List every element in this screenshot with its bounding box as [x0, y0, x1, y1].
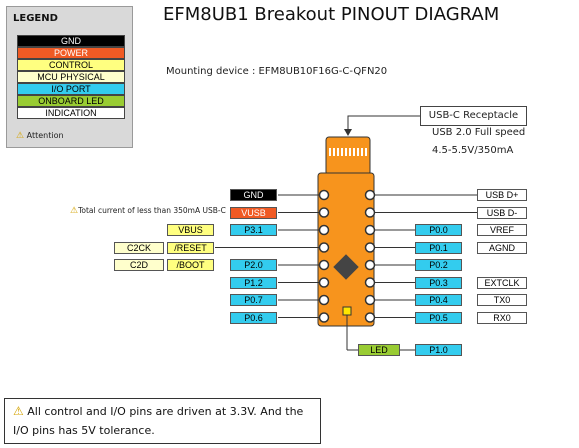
pin-label-p2-0: P2.0 [230, 259, 277, 271]
pin-label-c2d: C2D [114, 259, 164, 271]
usb-speed-label: USB 2.0 Full speed [432, 127, 526, 138]
usbc-receptacle-label: USB-C Receptacle [420, 106, 527, 126]
pin-label-c2ck: C2CK [114, 241, 164, 254]
legend-title: LEGEND [13, 13, 58, 24]
usbc-callout-line [347, 115, 420, 131]
usbc-contact [365, 148, 367, 156]
pin-label-vref: VREF [477, 224, 527, 236]
pin-label-p1-2: P1.2 [230, 276, 277, 289]
pin-hole [364, 189, 376, 201]
pin-label-p3-1: P3.1 [230, 224, 277, 236]
pin-hole [318, 312, 330, 323]
usbc-contact [341, 148, 343, 156]
vusb-note: ⚠Total current of less than 350mA USB-C [70, 206, 226, 216]
usbc-contact [353, 148, 355, 156]
usbc-contact [349, 148, 351, 156]
pin-hole [318, 189, 330, 201]
pin-wires [215, 194, 477, 351]
pin-label-agnd: AGND [477, 241, 527, 254]
usbc-contact [333, 148, 335, 156]
pin-hole [318, 207, 330, 218]
pin-label-p1-0: P1.0 [415, 344, 462, 356]
pin-label-p0-7: P0.7 [230, 294, 277, 306]
pin-label-p0-2: P0.2 [415, 259, 462, 271]
legend-item-indication: INDICATION [17, 107, 125, 119]
pin-label-extclk: EXTCLK [477, 276, 527, 289]
pin-holes [318, 189, 376, 323]
pin-label-p0-1: P0.1 [415, 241, 462, 254]
pin-hole [318, 277, 330, 288]
pin-hole [364, 207, 376, 218]
pin-label-vusb: VUSB [230, 206, 277, 219]
usbc-contact [357, 148, 359, 156]
pin-label-reset: /RESET [167, 241, 214, 254]
warning-icon: ⚠ [16, 131, 25, 141]
pin-label-p0-5: P0.5 [415, 311, 462, 324]
legend-item-i-o-port: I/O PORT [17, 83, 125, 95]
legend-item-gnd: GND [17, 35, 125, 47]
pin-hole [318, 294, 330, 306]
attention-note-text: All control and I/O pins are driven at 3… [13, 405, 304, 437]
pin-label-vbus: VBUS [167, 224, 214, 236]
legend-attention-label: Attention [26, 131, 64, 140]
attention-note: ⚠ All control and I/O pins are driven at… [4, 398, 321, 444]
legend-item-mcu-physical: MCU PHYSICAL [17, 71, 125, 83]
pin-label-usb-d: USB D+ [477, 189, 527, 201]
pin-label-p0-3: P0.3 [415, 276, 462, 289]
pin-label-p0-0: P0.0 [415, 224, 462, 236]
pin-label-gnd: GND [230, 189, 277, 201]
usb-voltage-label: 4.5-5.5V/350mA [432, 145, 514, 156]
warning-icon: ⚠ [70, 206, 79, 216]
pin-label-usb-d: USB D- [477, 206, 527, 219]
pin-label-led: LED [358, 344, 400, 356]
legend-attention: ⚠ Attention [16, 131, 64, 141]
warning-icon: ⚠ [13, 404, 24, 418]
pin-hole [364, 312, 376, 323]
mcu-chip [333, 254, 359, 280]
legend-item-control: CONTROL [17, 59, 125, 71]
usbc-connector-contacts [329, 148, 367, 156]
usbc-contact [361, 148, 363, 156]
vusb-note-text: Total current of less than 350mA USB-C [78, 206, 226, 215]
pin-hole [364, 242, 376, 253]
pin-label-rx0: RX0 [477, 311, 527, 324]
onboard-led [342, 306, 352, 316]
pin-label-p0-6: P0.6 [230, 311, 277, 324]
usbc-connector [325, 136, 371, 176]
usbc-contact [329, 148, 331, 156]
pin-label-boot: /BOOT [167, 259, 214, 271]
legend-item-onboard-led: ONBOARD LED [17, 95, 125, 107]
legend-item-power: POWER [17, 47, 125, 59]
pin-label-p0-4: P0.4 [415, 294, 462, 306]
pin-hole [318, 242, 330, 253]
usbc-contact [337, 148, 339, 156]
pin-hole [364, 277, 376, 288]
page-title: EFM8UB1 Breakout PINOUT DIAGRAM [163, 4, 500, 25]
pin-label-tx0: TX0 [477, 294, 527, 306]
pin-hole [364, 259, 376, 271]
pin-hole [364, 224, 376, 236]
usbc-callout-arrow [344, 129, 352, 136]
pin-hole [318, 224, 330, 236]
mounting-device: Mounting device : EFM8UB10F16G-C-QFN20 [166, 66, 388, 77]
pin-hole [318, 259, 330, 271]
usbc-contact [345, 148, 347, 156]
pin-hole [364, 294, 376, 306]
